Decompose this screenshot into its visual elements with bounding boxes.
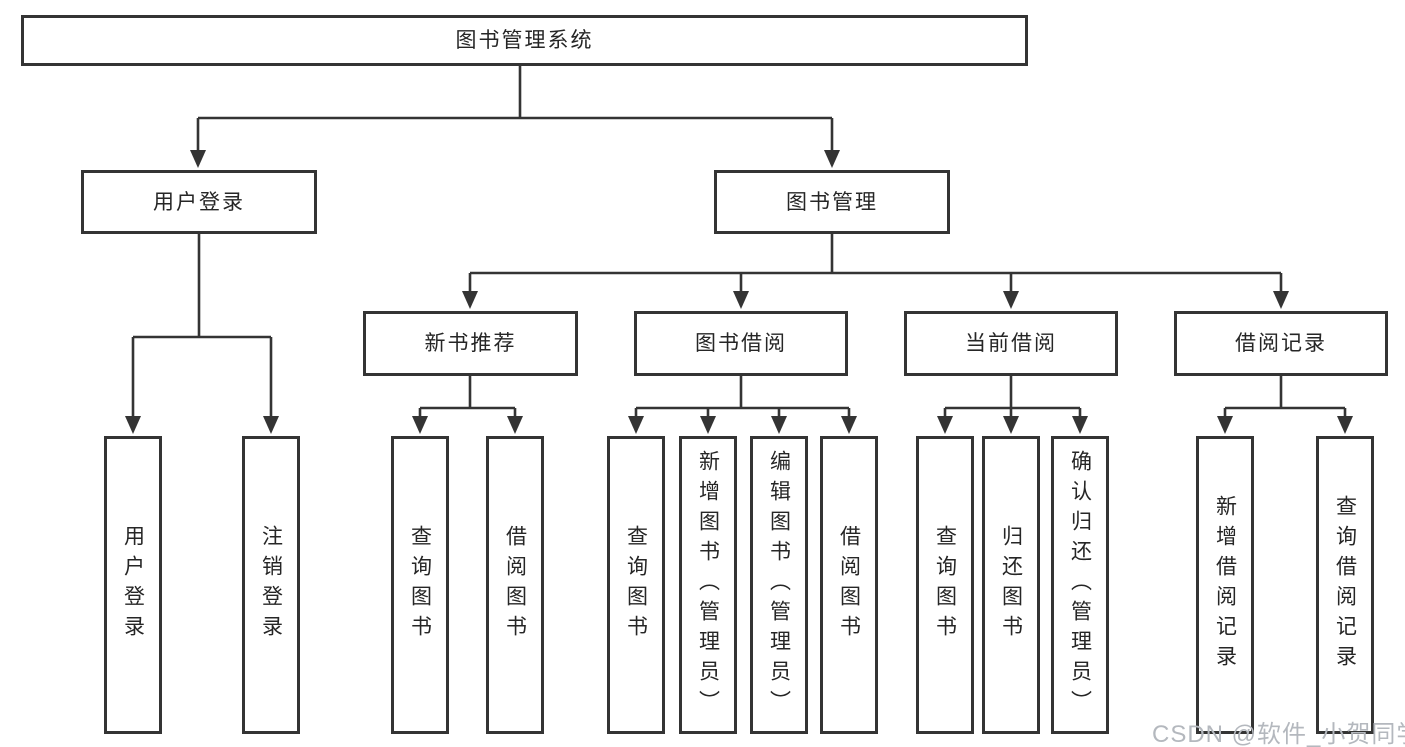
leaf-user-login: 用户登录	[104, 436, 162, 734]
node-borrow-records: 借阅记录	[1174, 311, 1388, 376]
leaf-nb-query-books: 查询图书	[391, 436, 449, 734]
leaf-cb-confirm-return-admin: 确认归还（管理员）	[1051, 436, 1109, 734]
leaf-br-query-record: 查询借阅记录	[1316, 436, 1374, 734]
node-book-borrowing: 图书借阅	[634, 311, 848, 376]
leaf-bb-add-books-admin: 新增图书（管理员）	[679, 436, 737, 734]
node-user-login: 用户登录	[81, 170, 317, 234]
leaf-bb-edit-books-admin: 编辑图书（管理员）	[750, 436, 808, 734]
csdn-watermark: CSDN @软件_小贺同学	[1152, 721, 1405, 747]
leaf-cb-return-books: 归还图书	[982, 436, 1040, 734]
node-current-borrowing: 当前借阅	[904, 311, 1118, 376]
leaf-bb-borrow-books: 借阅图书	[820, 436, 878, 734]
node-book-management: 图书管理	[714, 170, 950, 234]
node-library-system: 图书管理系统	[21, 15, 1028, 66]
leaf-bb-query-books: 查询图书	[607, 436, 665, 734]
leaf-cb-query-books: 查询图书	[916, 436, 974, 734]
node-new-book-recommend: 新书推荐	[363, 311, 578, 376]
leaf-logout: 注销登录	[242, 436, 300, 734]
leaf-nb-borrow-books: 借阅图书	[486, 436, 544, 734]
leaf-br-add-record: 新增借阅记录	[1196, 436, 1254, 734]
